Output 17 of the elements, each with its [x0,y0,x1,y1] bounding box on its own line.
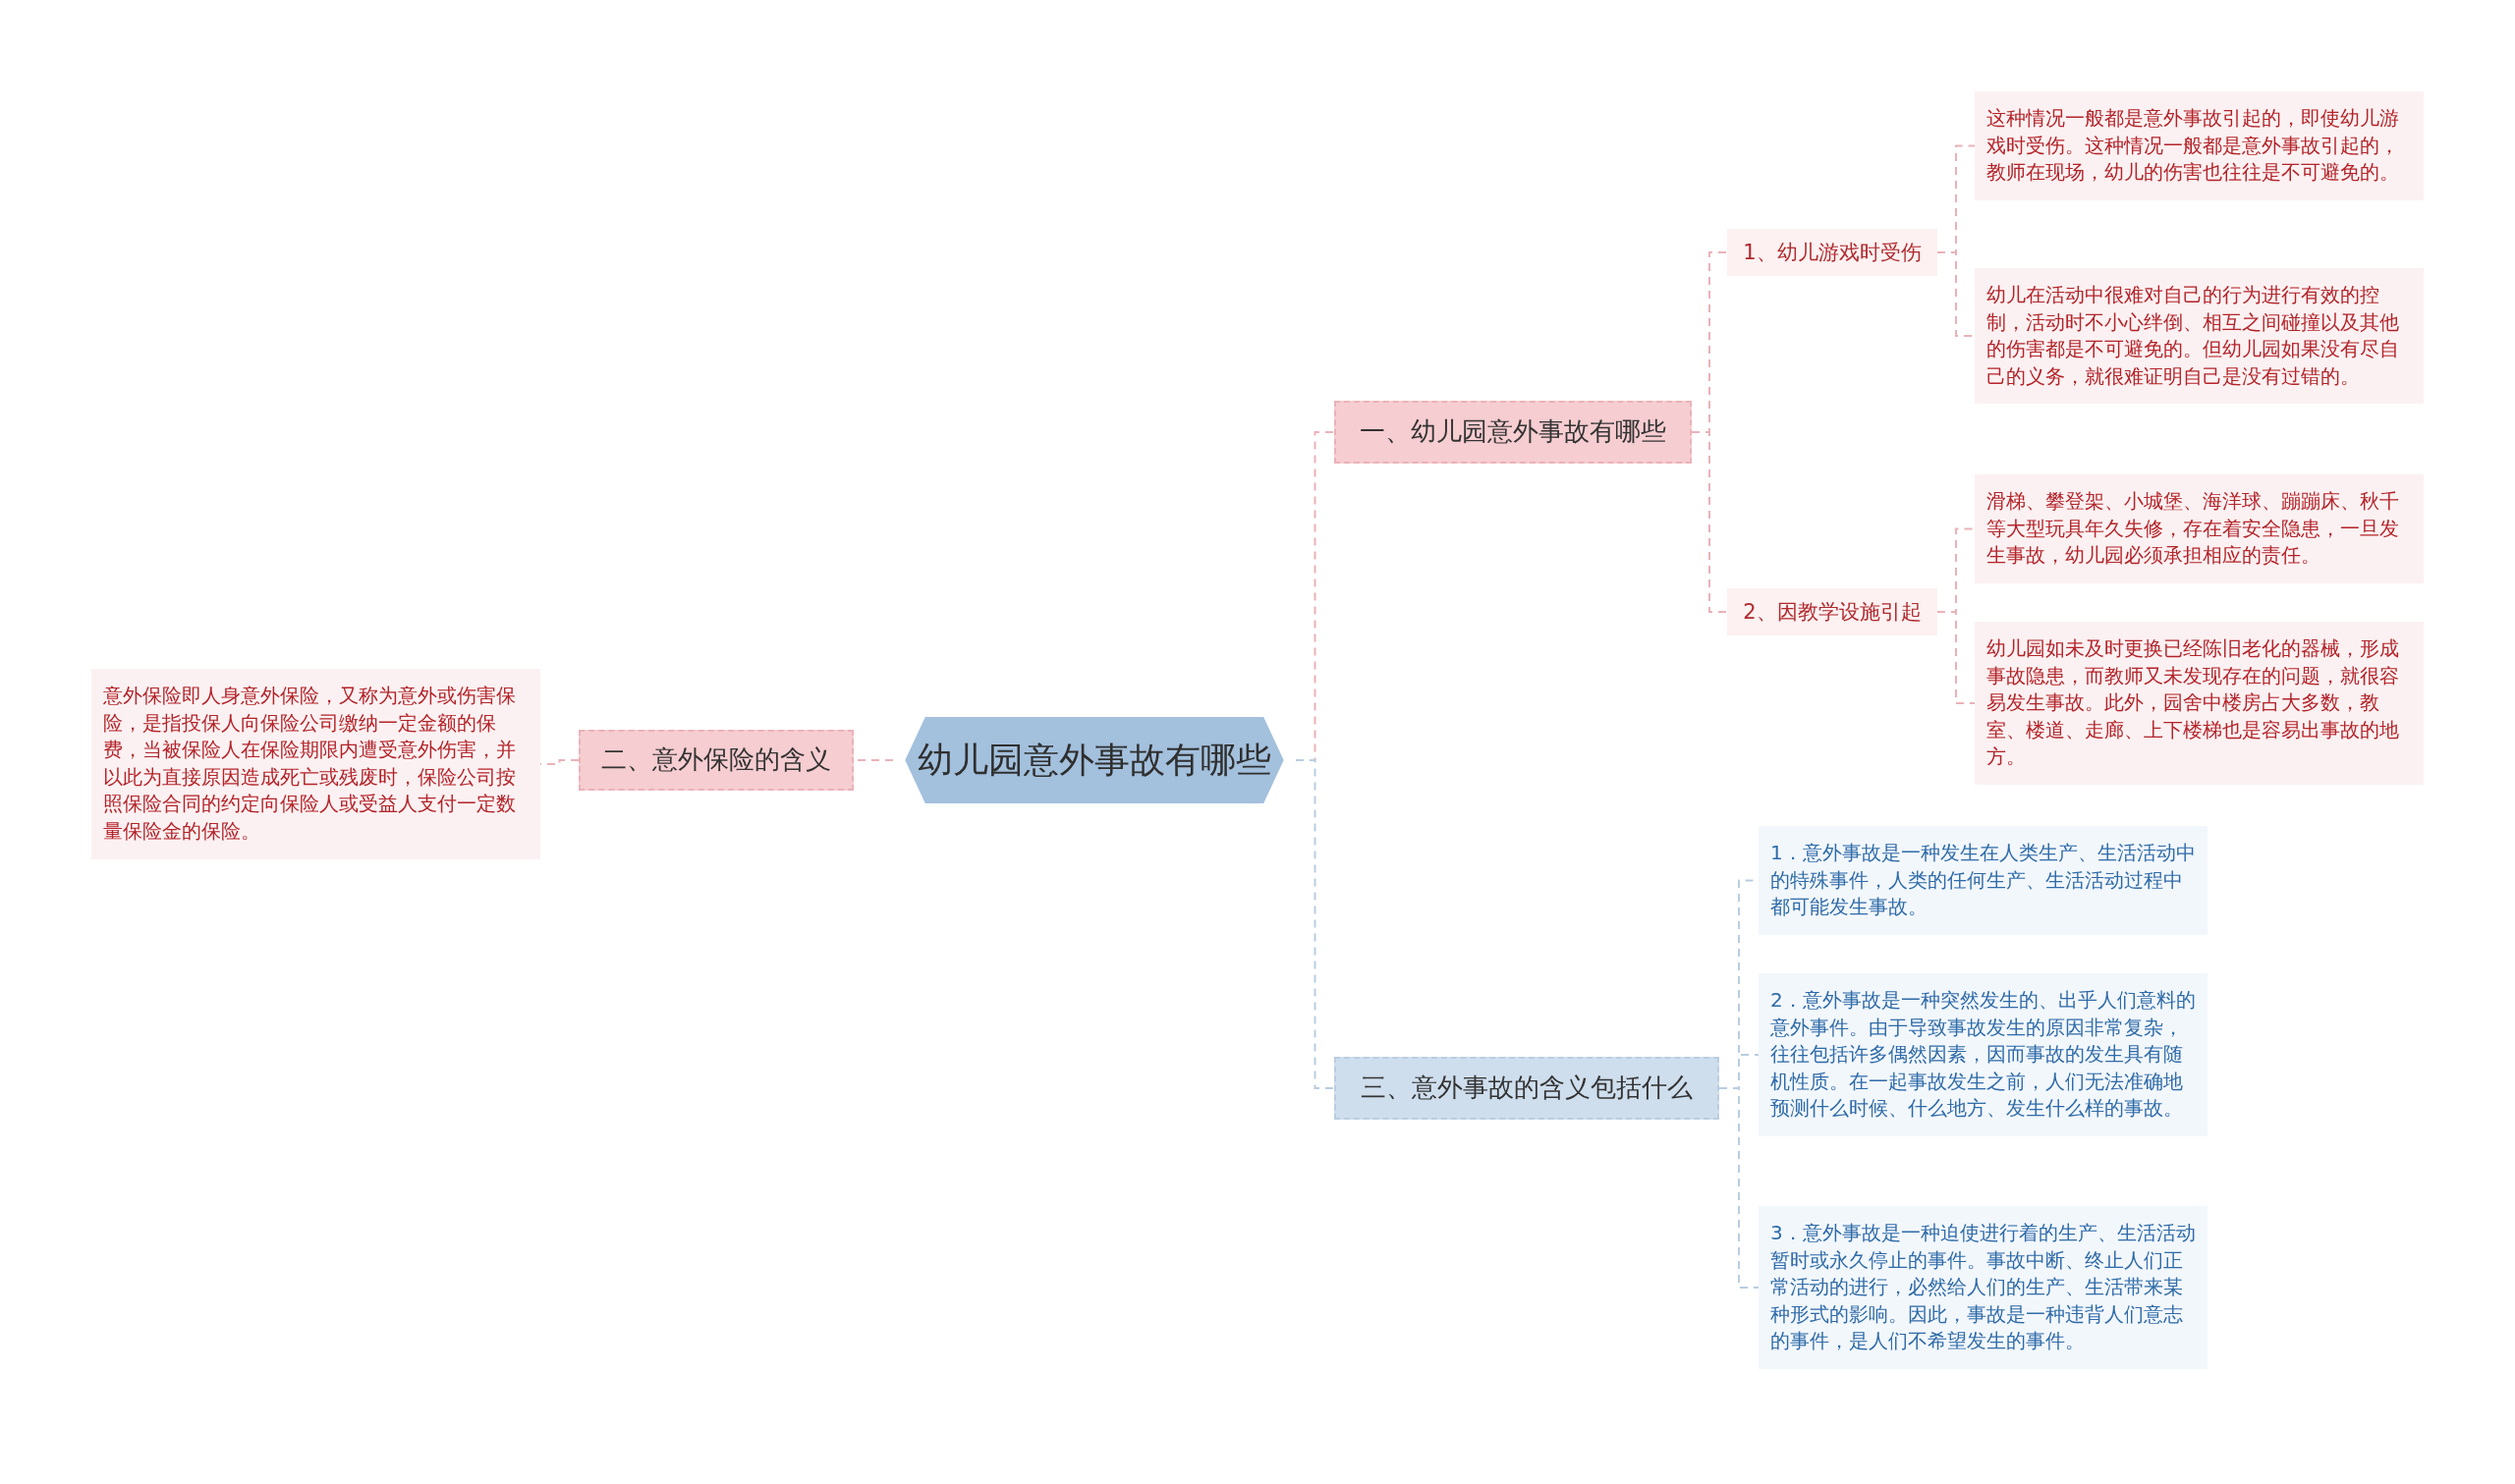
note-card: 意外保险即人身意外保险，又称为意外或伤害保险，是指投保人向保险公司缴纳一定金额的保费，当被保险人在保险期限内遭受意外伤害，并以此为直接原因造成死亡或残废时，保险公司按照保险合同的约定向保险人或受益人支付一定数量保险金的保险。 [91,669,540,859]
branch-topic: 二、意外保险的含义 [579,730,854,791]
note-card: 2．意外事故是一种突然发生的、出乎人们意料的意外事件。由于导致事故发生的原因非常复杂，往往包括许多偶然因素，因而事故的发生具有随机性质。在一起事故发生之前，人们无法准确地预测什么时候、什么地方、发生什么样的事故。 [1759,973,2208,1136]
note-card: 3．意外事故是一种迫使进行着的生产、生活活动暂时或永久停止的事件。事故中断、终止人们正常活动的进行，必然给人们的生产、生活带来某种形式的影响。因此，事故是一种违背人们意志的事件，是人们不希望发生的事件。 [1759,1206,2208,1369]
note-card: 幼儿在活动中很难对自己的行为进行有效的控制，活动时不小心绊倒、相互之间碰撞以及其他的伤害都是不可避免的。但幼儿园如果没有尽自己的义务，就很难证明自己是没有过错的。 [1975,268,2424,405]
branch-topic: 三、意外事故的含义包括什么 [1334,1057,1719,1120]
note-card: 滑梯、攀登架、小城堡、海洋球、蹦蹦床、秋千等大型玩具年久失修，存在着安全隐患，一旦发生事故，幼儿园必须承担相应的责任。 [1975,474,2424,583]
connector-line [1691,431,1728,613]
branch-topic: 一、幼儿园意外事故有哪些 [1334,401,1692,464]
note-card: 1．意外事故是一种发生在人类生产、生活活动中的特殊事件，人类的任何生产、生活活动过程中都可能发生事故。 [1759,826,2208,935]
connector-line [1718,1087,1760,1289]
subtopic: 1、幼儿游戏时受伤 [1727,229,1937,276]
connector-line [1936,611,1976,704]
note-card: 幼儿园如未及时更换已经陈旧老化的器械，形成事故隐患，而教师又未发现存在的问题，就很容易发生事故。此外，园舍中楼房占大多数，教室、楼道、走廊、上下楼梯也是容易出事故的地方。 [1975,622,2424,785]
connector-line [1295,759,1335,1089]
note-card: 这种情况一般都是意外事故引起的，即使幼儿游戏时受伤。这种情况一般都是意外事故引起的，教师在现场，幼儿的伤害也往往是不可避免的。 [1975,91,2424,200]
subtopic: 2、因教学设施引起 [1727,588,1937,635]
